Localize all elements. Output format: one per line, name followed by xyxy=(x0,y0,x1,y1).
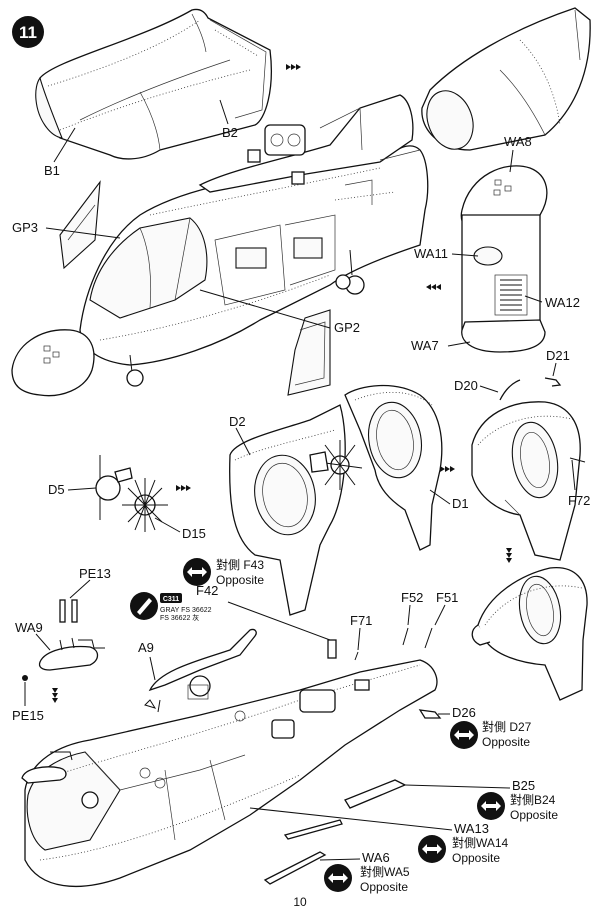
note-wa14-line2: Opposite xyxy=(452,851,500,865)
part-engine-intake xyxy=(421,7,591,151)
part-f42 xyxy=(144,628,257,713)
label-d2: D2 xyxy=(229,414,246,429)
label-f52: F52 xyxy=(401,590,423,605)
part-pe13 xyxy=(59,599,78,623)
note-f43-line2: Opposite xyxy=(216,573,264,587)
label-d5: D5 xyxy=(48,482,65,497)
note-d27-line1: 對側 D27 xyxy=(482,720,532,734)
note-b24-opposite: 對側B24 Opposite xyxy=(477,792,558,822)
label-wa12: WA12 xyxy=(545,295,580,310)
label-gp2: GP2 xyxy=(334,320,360,335)
label-b1: B1 xyxy=(44,163,60,178)
label-a9: A9 xyxy=(138,640,154,655)
part-tail-assembled xyxy=(471,567,588,701)
note-wa14-line1: 對側WA14 xyxy=(452,836,509,850)
paint-callout: C311 GRAY FS 36622 FS 36622 灰 xyxy=(130,592,212,622)
part-rear-housing-assembled xyxy=(471,401,581,561)
label-f72: F72 xyxy=(568,493,590,508)
note-d27-line2: Opposite xyxy=(482,735,530,749)
paint-line1: GRAY FS 36622 xyxy=(160,607,212,614)
step-number: 11 xyxy=(19,23,37,42)
label-wa13: WA13 xyxy=(454,821,489,836)
label-wa11: WA11 xyxy=(414,246,448,261)
direction-arrow-icon xyxy=(506,548,512,563)
note-wa5-line1: 對側WA5 xyxy=(360,865,410,879)
note-wa5-opposite: 對側WA5 Opposite xyxy=(324,864,410,894)
label-f42: F42 xyxy=(196,583,218,598)
part-d1 xyxy=(344,384,443,551)
label-d1: D1 xyxy=(452,496,469,511)
paint-code: C311 xyxy=(163,596,179,603)
direction-arrow-icon xyxy=(440,466,455,472)
part-wa8 xyxy=(460,165,548,231)
part-d5-d15 xyxy=(95,455,168,532)
note-wa14-opposite: 對側WA14 Opposite xyxy=(418,835,509,865)
fuselage-upper-view xyxy=(79,94,429,387)
label-pe13: PE13 xyxy=(79,566,111,581)
part-b1-b2-cowl xyxy=(35,8,272,160)
part-gp2 xyxy=(287,309,331,396)
label-wa9: WA9 xyxy=(15,620,43,635)
part-fan-center xyxy=(309,440,363,490)
part-wa9-assembled xyxy=(21,751,73,784)
label-d20: D20 xyxy=(454,378,478,393)
note-d27-opposite: 對側 D27 Opposite xyxy=(450,720,532,749)
note-f43-opposite: 對側 F43 Opposite xyxy=(183,558,264,587)
label-d21: D21 xyxy=(546,348,570,363)
direction-arrow-icon xyxy=(286,64,301,70)
part-b25 xyxy=(344,779,407,809)
label-f71: F71 xyxy=(350,613,372,628)
note-b24-line1: 對側B24 xyxy=(510,793,556,807)
label-f51: F51 xyxy=(436,590,458,605)
label-pe15: PE15 xyxy=(12,708,44,723)
part-nose-cone xyxy=(11,329,95,397)
label-gp3: GP3 xyxy=(12,220,38,235)
direction-arrow-icon xyxy=(176,485,191,491)
label-d15: D15 xyxy=(182,526,206,541)
label-b2: B2 xyxy=(222,125,238,140)
note-f43-line1: 對側 F43 xyxy=(216,558,264,572)
page-number: 10 xyxy=(293,895,307,909)
label-wa7: WA7 xyxy=(411,338,439,353)
part-wa9 xyxy=(38,637,105,671)
label-d26: D26 xyxy=(452,705,476,720)
label-b25: B25 xyxy=(512,778,535,793)
step-badge: 11 xyxy=(12,16,44,48)
direction-arrow-icon xyxy=(52,688,58,703)
note-wa5-line2: Opposite xyxy=(360,880,408,894)
part-wa-body xyxy=(461,214,546,353)
paint-line2: FS 36622 灰 xyxy=(160,613,199,622)
part-gp3 xyxy=(59,180,101,270)
label-wa6: WA6 xyxy=(362,850,390,865)
direction-arrow-icon xyxy=(426,284,441,290)
note-b24-line2: Opposite xyxy=(510,808,558,822)
label-wa8: WA8 xyxy=(504,134,532,149)
